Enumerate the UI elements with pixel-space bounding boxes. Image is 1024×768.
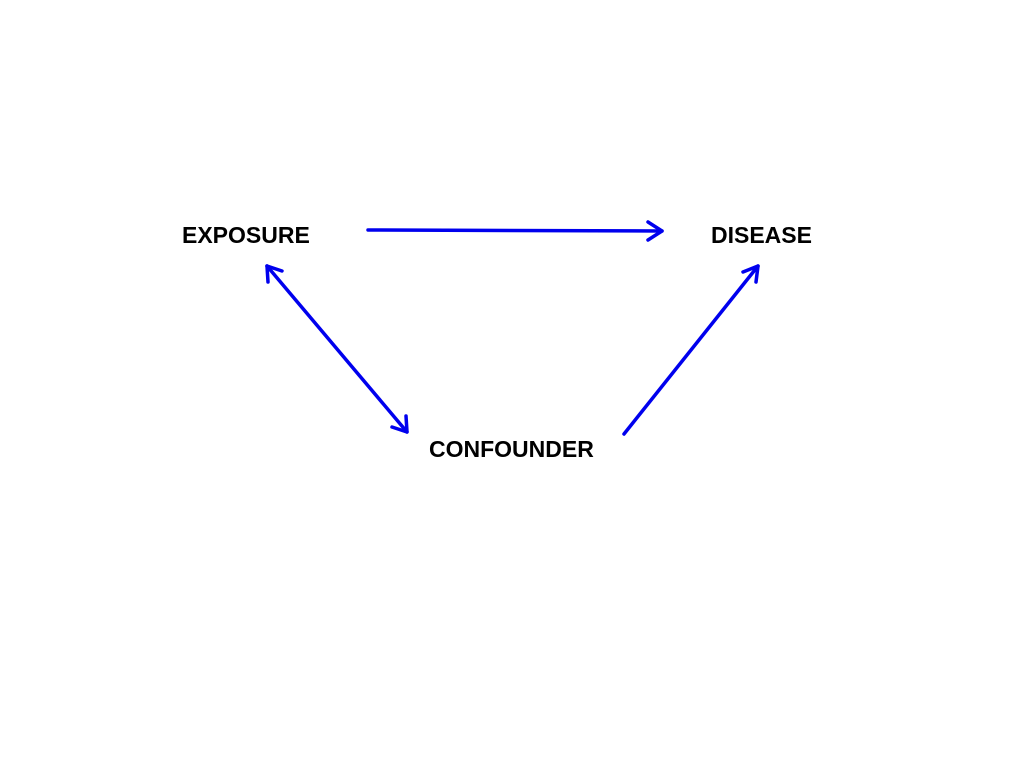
node-confounder: CONFOUNDER	[429, 436, 594, 462]
arrow-exposure-to-disease	[366, 220, 664, 242]
arrow-confounder-to-disease	[622, 264, 760, 436]
node-disease: DISEASE	[711, 222, 812, 248]
arrow-exposure-confounder	[265, 264, 409, 434]
node-exposure: EXPOSURE	[182, 222, 310, 248]
